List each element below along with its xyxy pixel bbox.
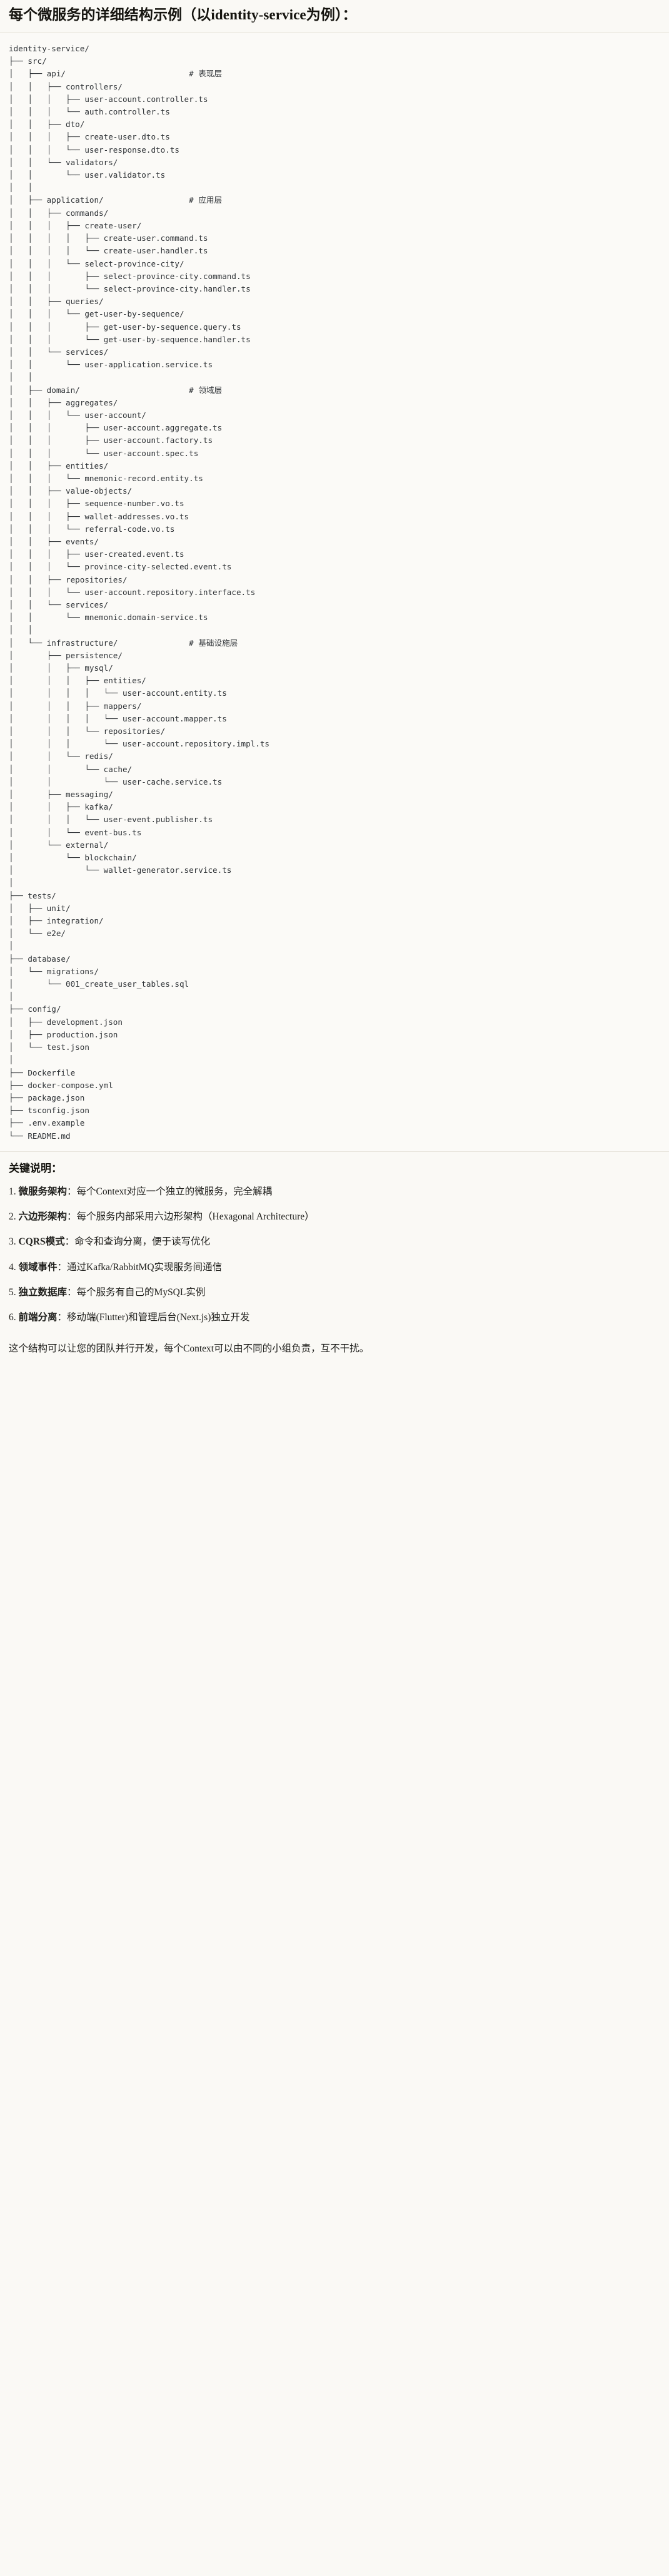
note-term: 六边形架构 — [18, 1211, 68, 1223]
note-separator: ： — [57, 1312, 68, 1323]
page-title: 每个微服务的详细结构示例（以identity-service为例）： — [9, 7, 357, 23]
note-separator: ： — [67, 1211, 77, 1223]
directory-tree-text: identity-service/ ├── src/ │ ├── api/ # … — [9, 44, 270, 1141]
note-item: 4. 领域事件：通过Kafka/RabbitMQ实现服务间通信 — [9, 1260, 660, 1275]
note-number: 2. — [9, 1211, 19, 1223]
note-item: 2. 六边形架构：每个服务内部采用六边形架构（Hexagonal Archite… — [9, 1209, 660, 1224]
note-item: 5. 独立数据库：每个服务有自己的MySQL实例 — [9, 1285, 660, 1300]
note-description: 每个服务有自己的MySQL实例 — [76, 1286, 206, 1298]
note-term: 独立数据库 — [18, 1286, 68, 1298]
note-description: 通过Kafka/RabbitMQ实现服务间通信 — [67, 1261, 223, 1273]
title-divider — [0, 32, 669, 33]
key-notes-heading: 关键说明： — [9, 1162, 62, 1174]
note-separator: ： — [67, 1286, 77, 1298]
note-description: 命令和查询分离，便于读写优化 — [74, 1236, 211, 1248]
note-term: CQRS模式 — [18, 1236, 65, 1248]
note-description: 每个服务内部采用六边形架构（Hexagonal Architecture） — [76, 1211, 314, 1223]
document-page: 每个微服务的详细结构示例（以identity-service为例）： ident… — [0, 7, 669, 1355]
key-notes-section: 关键说明： 1. 微服务架构：每个Context对应一个独立的微服务，完全解耦 … — [0, 1152, 669, 1340]
note-separator: ： — [57, 1261, 68, 1273]
closing-paragraph: 这个结构可以让您的团队并行开发，每个Context可以由不同的小组负责，互不干扰… — [9, 1343, 370, 1355]
note-item: 6. 前端分离：移动端(Flutter)和管理后台(Next.js)独立开发 — [9, 1310, 660, 1325]
note-number: 3. — [9, 1236, 19, 1248]
code-divider — [0, 1151, 669, 1152]
note-number: 5. — [9, 1286, 19, 1298]
note-separator: ： — [64, 1236, 75, 1248]
code-block-directory-tree: identity-service/ ├── src/ │ ├── api/ # … — [0, 33, 669, 1151]
note-term: 微服务架构 — [18, 1186, 68, 1197]
note-item: 1. 微服务架构：每个Context对应一个独立的微服务，完全解耦 — [9, 1184, 660, 1199]
note-separator: ： — [67, 1186, 77, 1197]
note-description: 移动端(Flutter)和管理后台(Next.js)独立开发 — [67, 1312, 250, 1323]
note-number: 1. — [9, 1186, 19, 1197]
note-item: 3. CQRS模式：命令和查询分离，便于读写优化 — [9, 1235, 660, 1249]
note-number: 4. — [9, 1261, 19, 1273]
note-description: 每个Context对应一个独立的微服务，完全解耦 — [76, 1186, 273, 1197]
note-number: 6. — [9, 1312, 19, 1323]
note-term: 领域事件 — [18, 1261, 58, 1273]
note-term: 前端分离 — [18, 1312, 58, 1323]
